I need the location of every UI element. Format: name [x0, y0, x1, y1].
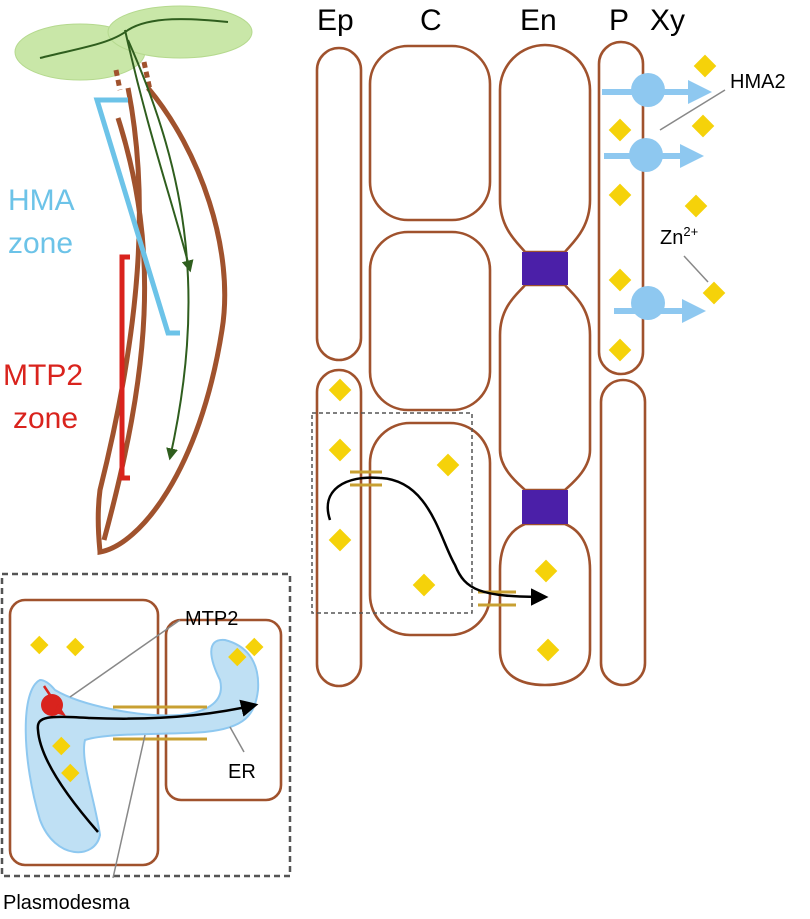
inset-transport-arrow — [36, 699, 259, 833]
zinc-ion — [608, 338, 632, 362]
endodermis-cell-1 — [498, 43, 592, 254]
root-dash-left — [113, 69, 123, 91]
column-label-p: P — [609, 4, 629, 37]
inset-cell-right — [164, 618, 283, 802]
endodermis-cell-2 — [498, 283, 592, 492]
column-label-en: En — [520, 4, 557, 37]
inset-frame — [0, 572, 292, 878]
seedling: HMA zone MTP2 zone — [3, 5, 253, 555]
zinc-ion — [684, 194, 708, 218]
cortex-cell-3 — [368, 421, 492, 637]
mtp2-zone-bracket — [119, 254, 130, 481]
zinc-ion-label-superscript: 2+ — [683, 224, 698, 239]
pericycle-cell-upper — [597, 40, 645, 376]
plasmodesma-leader-line — [112, 734, 146, 879]
zinc-ion — [61, 763, 80, 783]
hma2-transporter — [602, 73, 712, 107]
zinc-ion — [702, 281, 726, 305]
zinc-ion — [52, 736, 71, 756]
zinc-ion — [328, 528, 352, 552]
mtp2-influx-arrowhead — [54, 704, 66, 716]
hma2-leader-line — [659, 89, 726, 131]
mtp2-zone-label-line2: zone — [13, 402, 78, 435]
cortex-cell-2 — [368, 230, 492, 412]
zinc-ion — [608, 118, 632, 142]
mtp2-label: MTP2 — [185, 608, 238, 630]
plasmodesma-ep-c — [350, 470, 382, 487]
zinc-ion — [608, 183, 632, 207]
inset-panel: MTP2 ER Plasmodesma — [0, 572, 292, 914]
root-outline — [95, 86, 228, 555]
zinc-ion — [328, 378, 352, 402]
zinc-ion — [691, 114, 715, 138]
hma-zone-label-line1: HMA — [8, 184, 75, 217]
zinc-ion — [608, 268, 632, 292]
plasmodesma-label: Plasmodesma — [3, 892, 131, 914]
column-label-ep: Ep — [317, 4, 354, 37]
hma2-transporters — [602, 73, 712, 323]
stem-arrow-lower — [127, 39, 190, 461]
epidermis-cell-lower — [315, 368, 363, 688]
epidermis-cell-upper — [315, 46, 363, 362]
zinc-ion — [328, 438, 352, 462]
zinc-ion — [30, 635, 49, 655]
zinc-ion — [228, 647, 247, 667]
column-label-xy: Xy — [650, 4, 685, 37]
hma2-transporter — [614, 286, 706, 323]
symplastic-path-arrow — [326, 476, 549, 606]
hma-zone-label-line2: zone — [8, 227, 73, 260]
leaf-vein — [39, 18, 229, 59]
mtp2-leader-line — [69, 619, 181, 698]
zinc-ion-leader-line — [683, 255, 709, 283]
hma2-transporter — [604, 138, 704, 172]
zinc-ion — [245, 637, 264, 657]
cotyledon-right — [107, 5, 253, 59]
cortex-cell-1 — [368, 44, 492, 222]
hma-zone-bracket — [93, 97, 180, 336]
zinc-ion — [436, 453, 460, 477]
mtp2-zone-label-line1: MTP2 — [3, 359, 83, 392]
hma2-label: HMA2 — [730, 71, 786, 93]
zinc-ion-label-base: Zn — [660, 227, 683, 249]
endodermis-cell-3 — [498, 522, 592, 687]
zinc-ion-label: Zn2+ — [660, 224, 698, 249]
zinc-ion — [536, 638, 560, 662]
casparian-strip-lower — [522, 490, 568, 524]
casparian-strip-upper — [522, 252, 568, 285]
pericycle-cell-lower — [599, 378, 647, 687]
stem-arrow-upper — [124, 29, 194, 273]
root-dash-right — [141, 61, 153, 91]
column-label-c: C — [420, 4, 442, 37]
zinc-ion — [534, 559, 558, 583]
zoom-region-box — [311, 412, 473, 614]
zinc-ions-in-cells — [328, 118, 632, 662]
er-leader-line — [229, 726, 245, 753]
zinc-ion — [66, 637, 85, 657]
column-labels: Ep C En P Xy — [317, 4, 685, 37]
er-label: ER — [228, 761, 256, 783]
root-cross-section: HMA2 Zn2+ — [311, 40, 786, 688]
zinc-ion — [693, 54, 717, 78]
zinc-ion — [412, 573, 436, 597]
